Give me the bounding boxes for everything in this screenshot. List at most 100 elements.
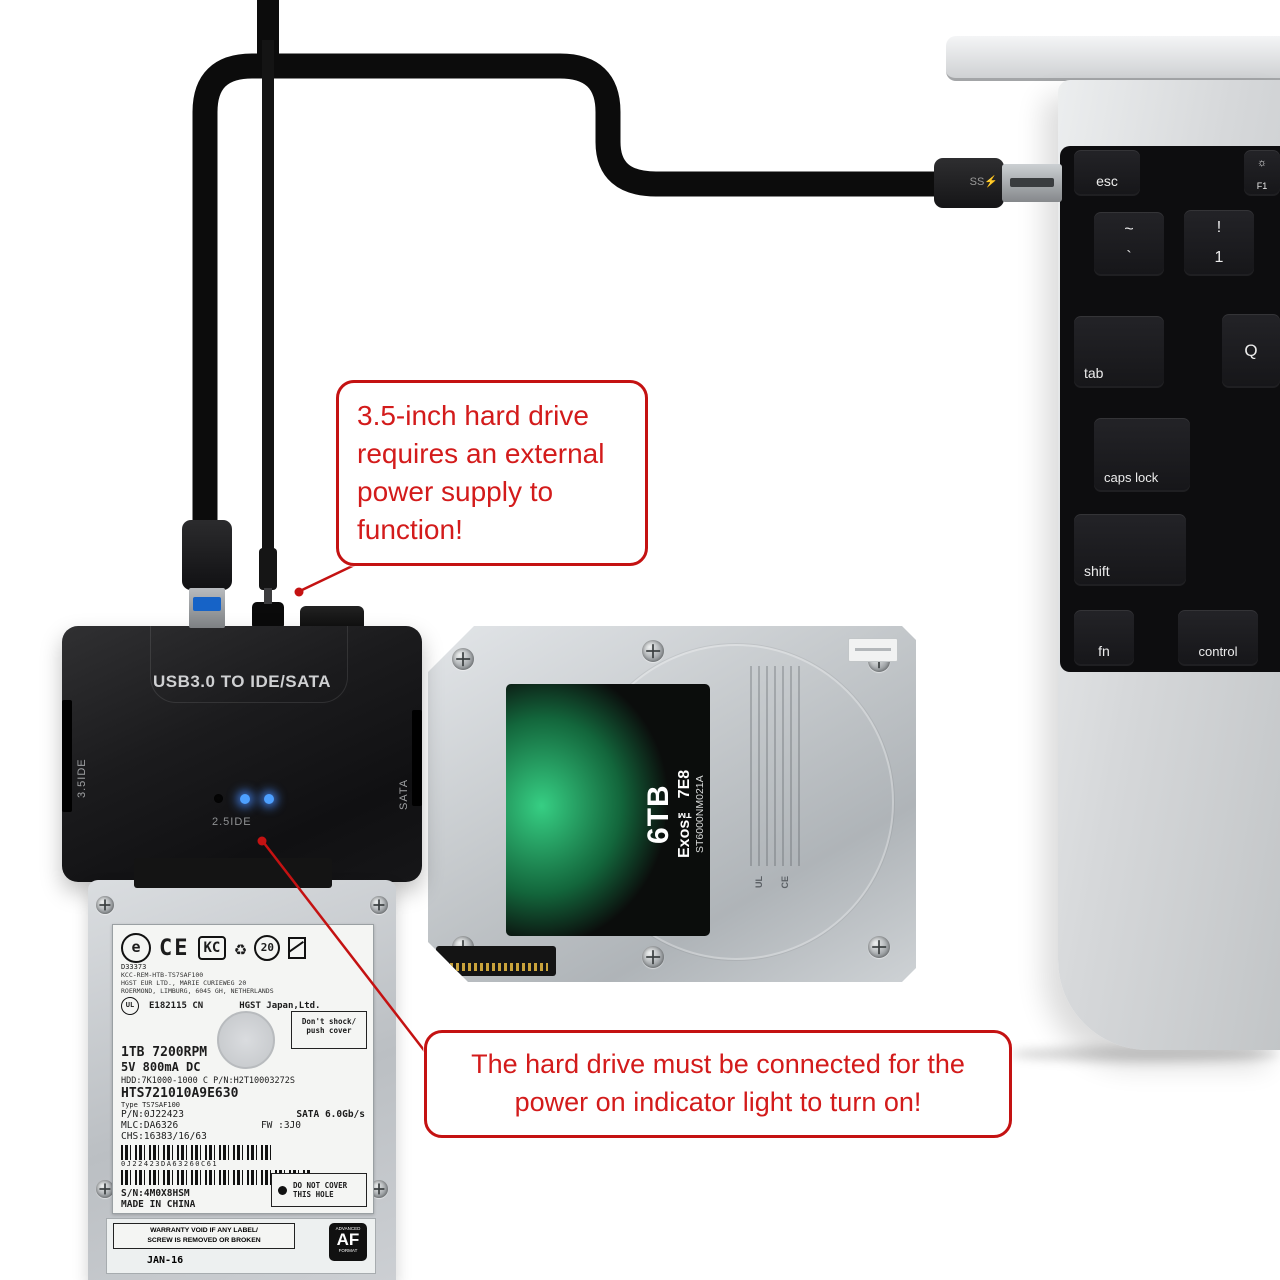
port-label-sata: SATA	[398, 778, 410, 810]
mlc-line: MLC:DA6326	[121, 1120, 179, 1131]
shock-line-2: push cover	[306, 1026, 352, 1035]
key-q-label: Q	[1244, 341, 1258, 360]
screw-icon	[642, 946, 664, 968]
hole-line-2: THIS HOLE	[293, 1190, 334, 1199]
sticker-line	[855, 648, 891, 651]
usb-plug-slot	[1010, 178, 1054, 187]
adapter-title: USB3.0 TO IDE/SATA	[152, 672, 332, 691]
laptop-shadow	[1010, 1046, 1280, 1062]
fw-line: FW :3J0	[260, 1120, 301, 1131]
usb-plug-shell	[1002, 164, 1062, 202]
ce-mark: CE	[159, 935, 190, 961]
usb-plug-to-adapter	[182, 520, 232, 590]
key-shift-label: shift	[1084, 563, 1110, 579]
usb-blue-tongue	[193, 597, 221, 611]
key-q[interactable]: Q	[1222, 314, 1280, 388]
seagate-label-text: 6TB Exos™ 7E8 ST6000NM021A	[640, 684, 708, 936]
chs-line: CHS:16383/16/63	[121, 1131, 207, 1142]
key-one[interactable]: ! 1	[1184, 210, 1254, 276]
screw-icon	[868, 936, 890, 958]
model-number: HTS721010A9E630	[121, 1086, 239, 1101]
recycle-icon: ♻	[234, 936, 247, 960]
callout-power-supply: 3.5-inch hard drive requires an external…	[336, 380, 648, 567]
key-caps-lock[interactable]: caps lock	[1094, 418, 1190, 492]
ide-25-connector	[134, 858, 332, 888]
origin: MADE IN CHINA	[121, 1199, 196, 1210]
key-f1[interactable]: ☼ F1	[1244, 150, 1280, 196]
power-led-off	[214, 794, 223, 803]
status-led-1	[240, 794, 250, 804]
key-tilde[interactable]: ~ `	[1094, 212, 1164, 276]
reg-id: D33373	[121, 963, 147, 971]
hdd25-bottom-strip: WARRANTY VOID IF ANY LABEL/ SCREW IS REM…	[106, 1218, 376, 1274]
screw-icon	[96, 1180, 114, 1198]
seagate-label: 6TB Exos™ 7E8 ST6000NM021A	[506, 684, 710, 936]
key-one-bottom: 1	[1214, 249, 1224, 266]
capacity-line: 1TB 7200RPM	[121, 1045, 208, 1060]
date-code: JAN-16	[147, 1255, 184, 1266]
corner-sticker	[848, 638, 898, 662]
hdd25-label: e CE KC ♻ 20 D33373 KCC-REM-HTB-TS7SAF10…	[112, 924, 374, 1214]
drive35-model: ST6000NM021A	[694, 775, 706, 853]
kc-mark: KC	[197, 936, 227, 960]
dc-power-plug	[259, 548, 277, 590]
cert-mark-ul: UL	[754, 876, 764, 888]
key-fn[interactable]: fn	[1074, 610, 1134, 666]
hole-dot-icon	[278, 1185, 287, 1195]
cert-mark-ce: CE	[780, 876, 790, 889]
e-mark-icon: e	[121, 933, 151, 963]
hole-line-1: DO NOT COVER	[293, 1181, 348, 1190]
sata-line: SATA 6.0Gb/s	[296, 1109, 365, 1120]
status-led-2	[264, 794, 274, 804]
warranty-line-2: SCREW IS REMOVED OR BROKEN	[147, 1236, 261, 1244]
ide-35-slot[interactable]	[62, 700, 72, 812]
key-control[interactable]: control	[1178, 610, 1258, 666]
brightness-icon: ☼	[1256, 157, 1268, 169]
usb-ide-sata-adapter: USB3.0 TO IDE/SATA 3.5IDE SATA 2.5IDE	[62, 626, 422, 882]
usb-plug-metal	[189, 588, 225, 628]
dc-jack	[252, 602, 284, 630]
rohs-20-mark: 20	[254, 935, 281, 961]
hole-warning-box: DO NOT COVER THIS HOLE	[271, 1173, 367, 1207]
advanced-format-logo: ADVANCED AF FORMAT	[329, 1223, 367, 1261]
drive35-capacity: 6TB	[642, 784, 675, 844]
callout-indicator-text: The hard drive must be connected for the…	[471, 1049, 965, 1117]
warranty-line-1: WARRANTY VOID IF ANY LABEL/	[150, 1227, 258, 1234]
sata-slot[interactable]	[412, 710, 422, 806]
usb-plug-grip: SS⚡	[934, 158, 1004, 208]
screw-icon	[96, 896, 114, 914]
barcode	[121, 1170, 311, 1185]
usb-ss-marking: SS⚡	[969, 176, 998, 188]
key-tab-label: tab	[1084, 365, 1104, 381]
af-top: ADVANCED	[335, 1226, 361, 1231]
key-esc[interactable]: esc	[1074, 150, 1140, 196]
pn-line: P/N:0J22423	[121, 1109, 184, 1120]
address-line-1: HGST EUR LTD., MARIE CURIEWEG 20	[121, 979, 247, 987]
shock-warning-box: Don't shock/ push cover	[291, 1011, 367, 1049]
callout-power-text: 3.5-inch hard drive requires an external…	[357, 400, 605, 546]
connector-pins	[444, 963, 548, 971]
hdd-3-5-inch: 6TB Exos™ 7E8 ST6000NM021A UL CE	[428, 626, 916, 982]
key-tilde-bottom: `	[1126, 249, 1132, 266]
hdd-2-5-inch: e CE KC ♻ 20 D33373 KCC-REM-HTB-TS7SAF10…	[88, 880, 396, 1280]
key-shift[interactable]: shift	[1074, 514, 1186, 586]
barcode-text: 0J22423DA63260C61	[121, 1160, 219, 1168]
callout-indicator: The hard drive must be connected for the…	[424, 1030, 1012, 1138]
port-label-25ide: 2.5IDE	[212, 816, 252, 828]
key-tilde-top: ~	[1124, 221, 1134, 238]
warranty-box: WARRANTY VOID IF ANY LABEL/ SCREW IS REM…	[113, 1223, 295, 1249]
kcc-line: KCC-REM-HTB-TS7SAF100	[121, 971, 204, 979]
key-caps-label: caps lock	[1104, 470, 1159, 485]
key-esc-label: esc	[1096, 173, 1118, 189]
manufacturer: HGST Japan,Ltd.	[239, 1001, 321, 1011]
port-label-35ide: 3.5IDE	[76, 758, 88, 798]
barcode	[121, 1145, 271, 1160]
hdd-line: HDD:7K1000-1000 C P/N:H2T10003272S	[121, 1076, 295, 1086]
screw-icon	[452, 648, 474, 670]
key-tab[interactable]: tab	[1074, 316, 1164, 388]
drive35-family: Exos™ 7E8	[676, 769, 693, 859]
key-one-top: !	[1216, 219, 1222, 236]
ul-file-number: E182115 CN	[149, 1001, 204, 1011]
